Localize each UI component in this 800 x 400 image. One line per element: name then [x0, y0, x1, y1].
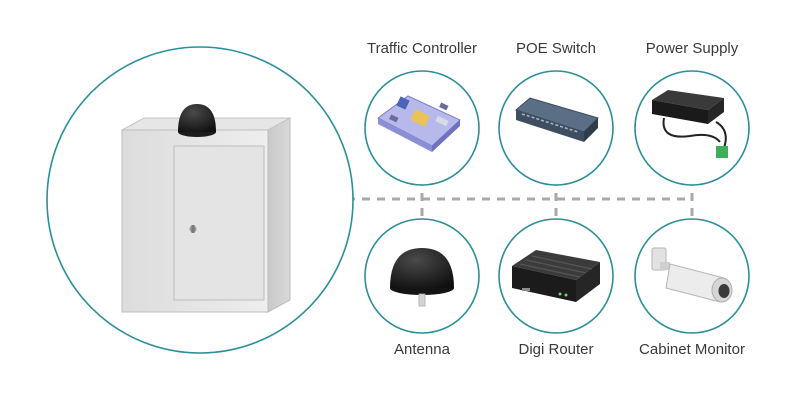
antenna-node — [364, 218, 480, 334]
power-supply-ring — [634, 70, 750, 186]
camera-icon — [651, 247, 733, 303]
dome-antenna-icon — [390, 248, 454, 307]
power-supply-node — [634, 70, 750, 186]
digi-router-label: Digi Router — [518, 341, 594, 358]
cabinet-node — [46, 46, 354, 354]
network-switch-icon — [514, 97, 599, 142]
connector-lines — [347, 178, 694, 222]
circuit-board-icon — [377, 95, 461, 152]
router-icon — [512, 250, 600, 302]
poe-switch-label: POE Switch — [515, 40, 597, 57]
cabinet-icon — [121, 104, 291, 313]
power-supply-label: Power Supply — [645, 40, 739, 57]
digi-router-node — [498, 218, 614, 334]
power-adapter-icon — [652, 90, 728, 158]
traffic-controller-label: Traffic Controller — [366, 40, 478, 57]
cabinet-monitor-node — [634, 218, 750, 334]
cabinet-monitor-label: Cabinet Monitor — [639, 341, 745, 358]
poe-switch-node — [498, 70, 614, 186]
traffic-controller-node — [364, 70, 480, 186]
antenna-label: Antenna — [394, 341, 450, 358]
